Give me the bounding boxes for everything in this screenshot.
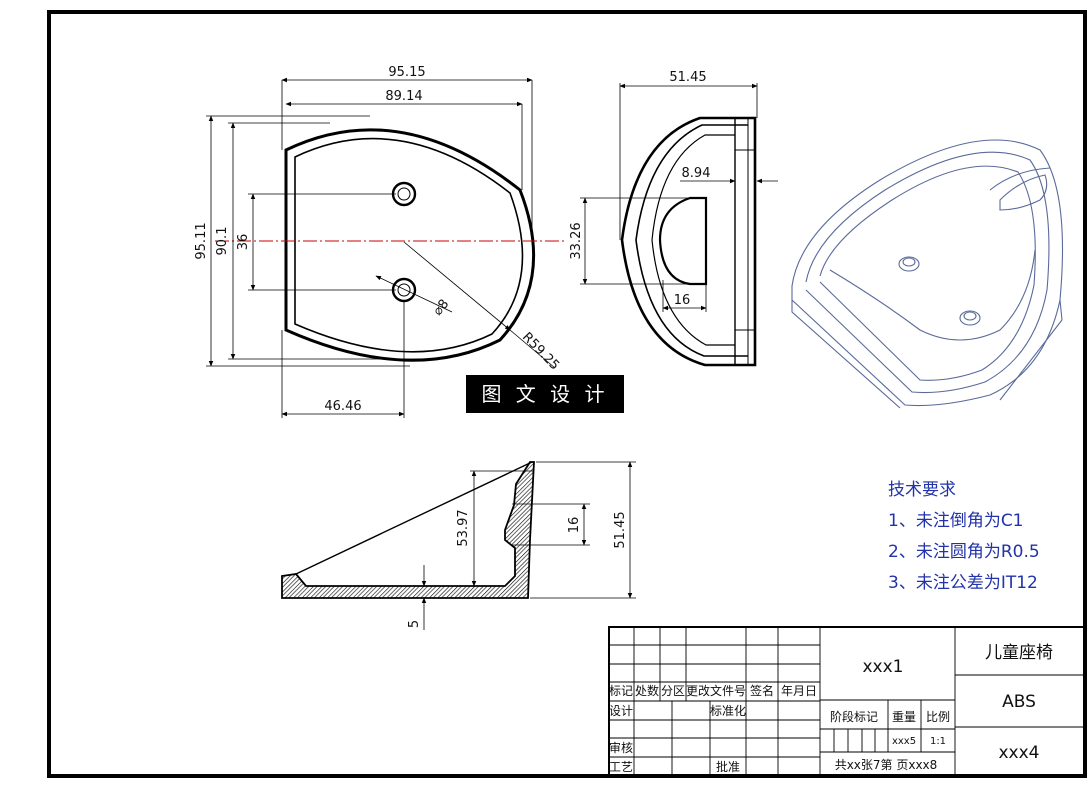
tb-review: 审核 (609, 740, 633, 755)
section-view: 53.97 16 51.45 5 (281, 461, 636, 630)
tb-header-date: 年月日 (781, 684, 817, 698)
dim-depth: 51.45 (669, 70, 706, 85)
tb-material: ABS (1002, 692, 1036, 712)
dim-section-height: 51.45 (613, 511, 628, 548)
watermark-text: 图 文 设 计 (481, 382, 608, 406)
dim-radius: R59.25 (519, 330, 562, 374)
tech-item-1: 1、未注倒角为C1 (888, 511, 1024, 531)
tb-header-change-doc: 更改文件号 (686, 683, 746, 698)
dim-section-slot: 16 (567, 517, 582, 534)
tech-item-2: 2、未注圆角为R0.5 (888, 542, 1040, 562)
dim-slot-width: 16 (674, 293, 691, 308)
dim-section-thickness: 5 (407, 620, 422, 628)
dim-wall: 8.94 (682, 166, 711, 181)
side-view: 51.45 8.94 33.26 16 (569, 70, 778, 367)
dim-height-outer: 95.11 (194, 222, 209, 259)
tech-item-3: 3、未注公差为IT12 (888, 573, 1038, 593)
dim-width-outer: 95.15 (388, 65, 425, 80)
sheet-frame (47, 10, 1087, 778)
tb-process: 工艺 (609, 760, 633, 774)
tb-stage-mark: 阶段标记 (830, 709, 878, 724)
tb-header-zone: 分区 (661, 684, 685, 698)
tb-company: xxx4 (999, 743, 1040, 763)
dim-section-inner-height: 53.97 (456, 509, 471, 546)
tb-header-count: 处数 (635, 683, 659, 698)
tb-design: 设计 (609, 704, 633, 718)
dim-hole-spacing: 36 (236, 234, 251, 251)
dim-hole-offset: 46.46 (324, 399, 361, 414)
tb-part-name: 儿童座椅 (985, 643, 1053, 663)
tb-approve: 批准 (716, 759, 740, 774)
tb-drawing-no: xxx1 (863, 657, 904, 677)
tb-sheets: 共xx张7第 页xxx8 (835, 758, 938, 772)
tb-scale-value: 1:1 (930, 736, 946, 747)
front-view: 95.15 89.14 95.11 90.1 36 ⌀8 R59.25 46.4… (194, 65, 565, 418)
tech-title: 技术要求 (888, 480, 956, 500)
tb-standard: 标准化 (710, 704, 746, 718)
watermark: 图 文 设 计 (466, 375, 624, 413)
tb-weight: 重量 (892, 710, 916, 724)
tb-weight-value: xxx5 (892, 736, 916, 747)
dim-width-inner: 89.14 (385, 89, 422, 104)
tb-header-mark: 标记 (609, 684, 633, 698)
dim-hole-diameter: ⌀8 (430, 297, 452, 319)
dim-slot-height: 33.26 (569, 222, 584, 259)
tb-header-signature: 签名 (750, 683, 774, 698)
tb-scale: 比例 (926, 710, 950, 724)
isometric-view (791, 139, 1064, 409)
title-block: 标记 处数 分区 更改文件号 签名 年月日 设计 标准化 审核 工艺 批准 xx… (608, 626, 1085, 777)
dim-height-inner: 90.1 (215, 227, 230, 256)
tech-requirements: 技术要求 1、未注倒角为C1 2、未注圆角为R0.5 3、未注公差为IT12 (888, 480, 1040, 593)
